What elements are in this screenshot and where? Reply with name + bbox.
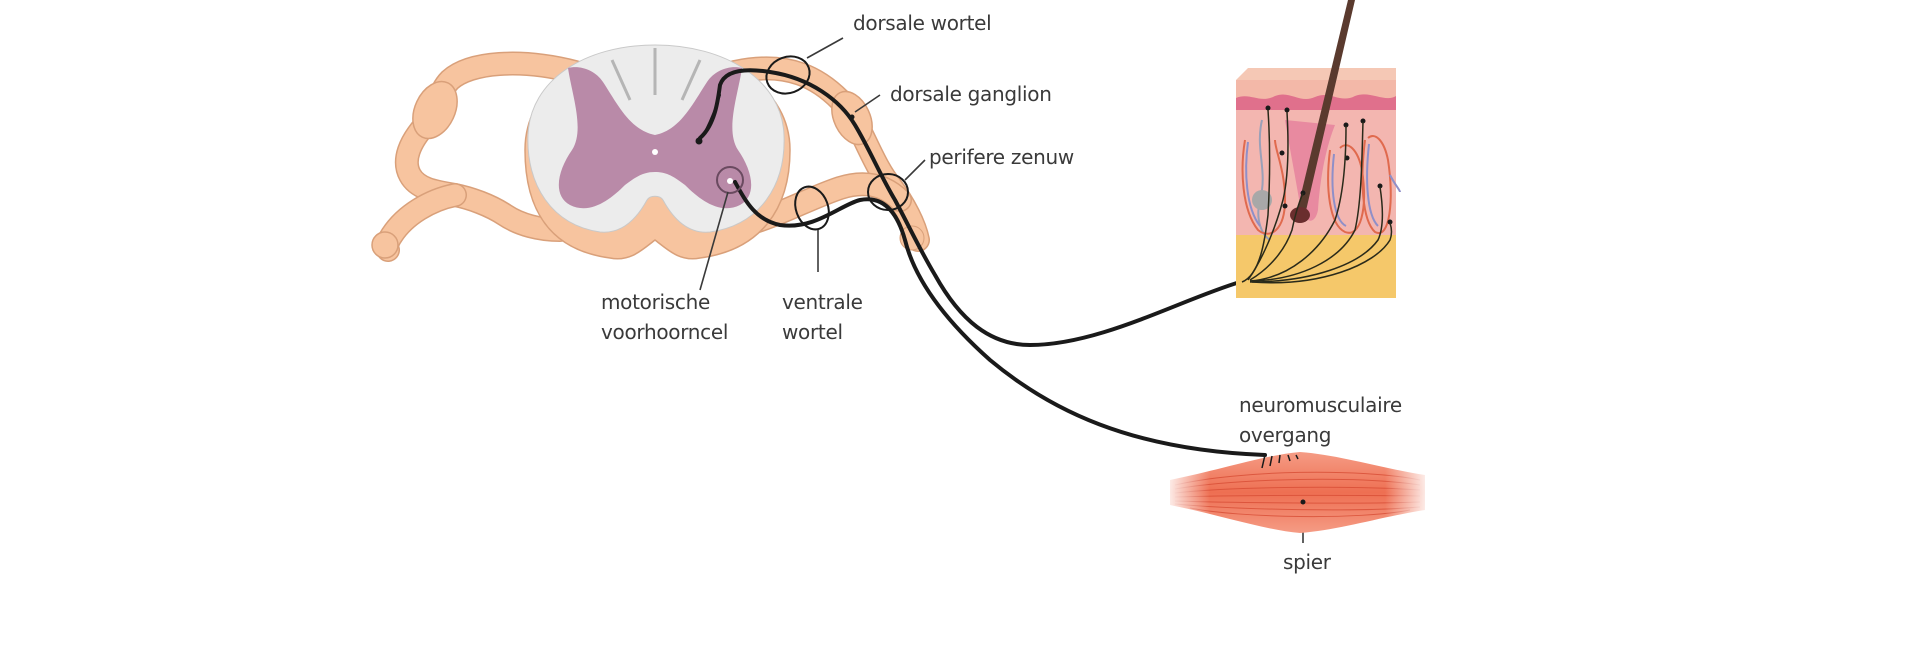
skin-cross-section bbox=[1236, 0, 1401, 298]
neuromuscular-junction bbox=[1261, 454, 1299, 469]
leader-lines bbox=[699, 37, 1304, 543]
nerve-fibres bbox=[695, 68, 1267, 457]
label-peripheral-nerve: perifere zenuw bbox=[929, 145, 1074, 169]
label-nmj-line2: overgang bbox=[1239, 423, 1332, 447]
label-motor-neuron-line1: motorische bbox=[601, 290, 710, 314]
muscle bbox=[1165, 452, 1430, 533]
hair bbox=[1296, 0, 1355, 215]
sensory-fibre bbox=[698, 68, 1242, 348]
motor-fibre bbox=[733, 180, 1267, 457]
label-muscle: spier bbox=[1283, 550, 1331, 574]
label-markers bbox=[716, 55, 909, 231]
left-nerve-roots bbox=[371, 51, 587, 262]
skin-top-face bbox=[1236, 68, 1396, 80]
label-motor-neuron-line2: voorhoorncel bbox=[601, 320, 729, 344]
label-dorsal-ganglion: dorsale ganglion bbox=[890, 82, 1052, 106]
label-ventral-root-line1: ventrale bbox=[782, 290, 863, 314]
label-ventral-root-line2: wortel bbox=[782, 320, 843, 344]
grey-matter bbox=[558, 67, 752, 209]
central-canal bbox=[652, 149, 658, 155]
label-dorsal-root: dorsale wortel bbox=[853, 11, 992, 35]
label-nmj-line1: neuromusculaire bbox=[1239, 393, 1402, 417]
spinal-cord bbox=[371, 44, 930, 262]
skin-nerve-branches bbox=[1241, 109, 1393, 284]
